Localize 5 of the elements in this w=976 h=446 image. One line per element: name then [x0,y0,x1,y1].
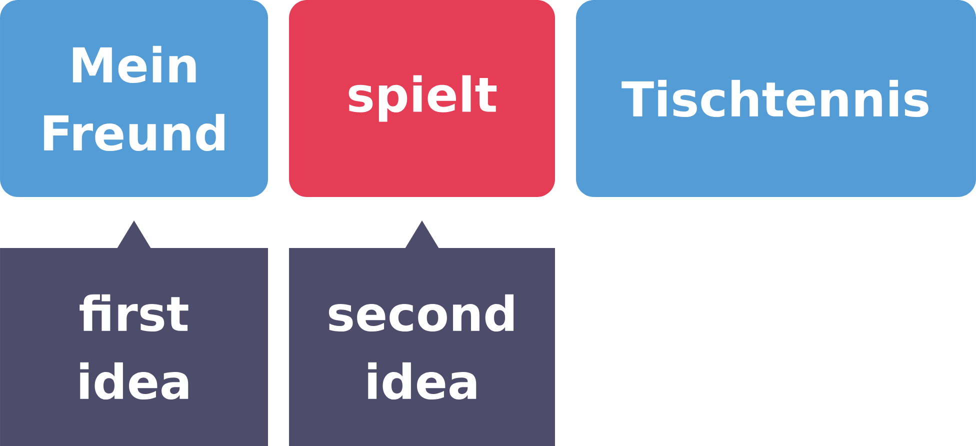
callout-box: first idea [0,220,268,446]
callout-box: second idea [289,220,555,446]
word-box: Tischtennis [576,0,976,197]
word-box: spielt [289,0,555,197]
word-box: Mein Freund [0,0,268,197]
